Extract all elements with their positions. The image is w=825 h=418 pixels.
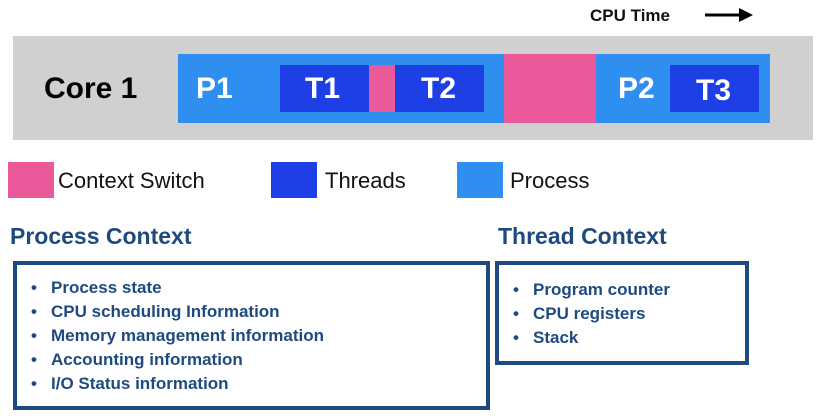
thread-block-t1 xyxy=(280,65,369,112)
thread-label-t3: T3 xyxy=(696,74,732,107)
core-label: Core 1 xyxy=(44,72,138,105)
process-label-p1: P1 xyxy=(196,72,233,105)
legend-swatch-process xyxy=(457,162,503,198)
list-item: Program counter xyxy=(511,278,670,302)
list-item: Memory management information xyxy=(29,324,324,348)
process-context-list: Process state CPU scheduling Information… xyxy=(29,276,324,396)
list-item: I/O Status information xyxy=(29,372,324,396)
thread-block-t2 xyxy=(395,65,484,112)
context-switch-block xyxy=(369,65,395,112)
thread-block-t3 xyxy=(670,65,759,112)
process-label-p2: P2 xyxy=(618,72,655,105)
arrow-right-icon xyxy=(705,8,753,22)
thread-label-t2: T2 xyxy=(421,72,457,105)
process-context-box: Process state CPU scheduling Information… xyxy=(13,261,490,410)
thread-context-list: Program counter CPU registers Stack xyxy=(511,278,670,350)
legend-label-process: Process xyxy=(510,168,590,193)
cpu-time-label: CPU Time xyxy=(590,6,670,25)
list-item: CPU registers xyxy=(511,302,670,326)
process-context-title: Process Context xyxy=(10,223,192,249)
list-item: CPU scheduling Information xyxy=(29,300,324,324)
list-item: Process state xyxy=(29,276,324,300)
thread-context-title: Thread Context xyxy=(498,223,667,249)
thread-context-box: Program counter CPU registers Stack xyxy=(495,261,749,365)
context-switch-block xyxy=(504,54,596,123)
list-item: Stack xyxy=(511,326,670,350)
thread-label-t1: T1 xyxy=(305,72,341,105)
legend-label-context-switch: Context Switch xyxy=(58,168,205,193)
legend-label-threads: Threads xyxy=(325,168,406,193)
legend-swatch-threads xyxy=(271,162,317,198)
list-item: Accounting information xyxy=(29,348,324,372)
legend-swatch-context-switch xyxy=(8,162,54,198)
